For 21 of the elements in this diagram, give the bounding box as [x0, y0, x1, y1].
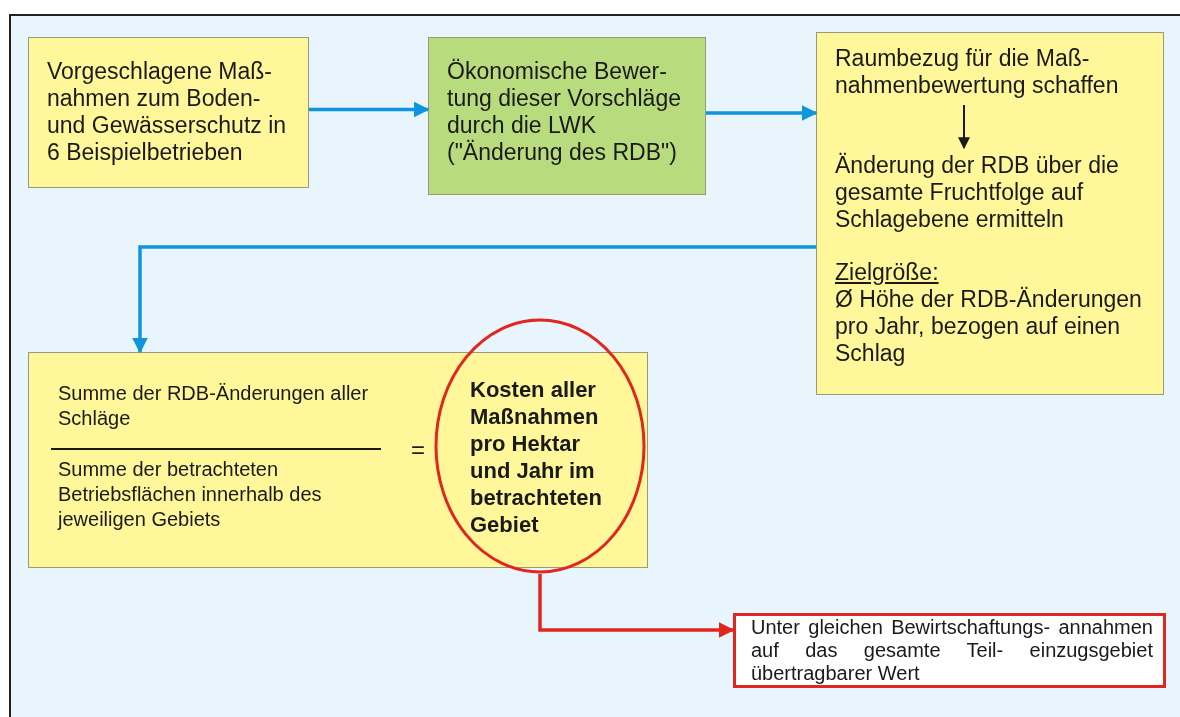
- process-box: [28, 37, 309, 188]
- highlight-ellipse: [434, 318, 646, 574]
- arrow: [309, 101, 430, 118]
- box-text: Ökonomische Bewer- tung dieser Vorschläge durch die LWK ("Änderung des RDB"): [447, 58, 682, 166]
- numerator-text: Summe der RDB-Änderungen aller Schläge: [58, 381, 370, 431]
- conclusion-text: Unter gleichen Bewirtschaftungs- annahmen auf das gesamte Teil- einzugsgebiet übertragbarer Wert: [751, 616, 1153, 685]
- arrow: [132, 245, 816, 354]
- target-heading: Zielgröße:: [835, 259, 939, 286]
- step-text: Raumbezug für die Maß- nahmenbewertung schaffen: [835, 45, 1157, 99]
- target-text: Ø Höhe der RDB-Änderungen pro Jahr, bezogen auf einen Schlag: [835, 286, 1143, 367]
- denominator-text: Summe der betrachteten Betriebsflächen innerhalb des jeweiligen Gebiets: [58, 457, 323, 532]
- box-text: Vorgeschlagene Maß- nahmen zum Boden- und Gewässerschutz in 6 Beispielbetrieben: [47, 58, 288, 166]
- result-text: Kosten aller Maßnahmen pro Hektar und Jahr im betrachteten Gebiet: [470, 376, 604, 538]
- evaluation-box: [428, 37, 706, 195]
- arrow: [706, 105, 818, 121]
- arrow: [538, 574, 735, 638]
- equals-sign: =: [411, 437, 425, 463]
- arrow: [958, 104, 970, 150]
- step-text: Änderung der RDB über die gesamte Fruchtfolge auf Schlagebene ermitteln: [835, 152, 1157, 233]
- process-box: [816, 32, 1164, 395]
- formula-box: [28, 352, 648, 568]
